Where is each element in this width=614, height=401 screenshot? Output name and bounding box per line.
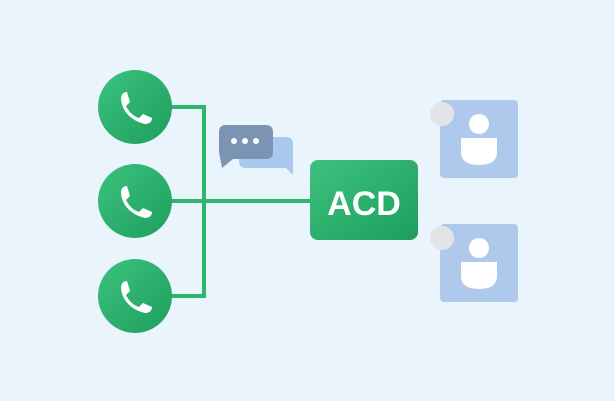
chat-bubbles-icon xyxy=(219,125,293,175)
chat-bubble-front xyxy=(219,125,273,168)
caller-3 xyxy=(98,259,172,333)
agent-2 xyxy=(430,224,518,302)
caller-2 xyxy=(98,164,172,238)
phone-icon xyxy=(121,281,152,313)
status-dot xyxy=(430,102,454,126)
connector-caller-1 xyxy=(170,105,206,203)
acd-label: ACD xyxy=(327,185,401,223)
connector-lines xyxy=(170,105,312,298)
acd-box: ACD xyxy=(310,160,418,240)
chat-dot xyxy=(242,138,248,144)
agent-1 xyxy=(430,100,518,178)
user-icon xyxy=(461,114,497,165)
caller-1 xyxy=(98,70,172,144)
connector-caller-3 xyxy=(170,199,206,298)
user-icon xyxy=(461,238,497,289)
status-dot xyxy=(430,226,454,250)
phone-icon xyxy=(121,186,152,218)
chat-dot xyxy=(253,138,259,144)
chat-dot xyxy=(231,138,237,144)
phone-icon xyxy=(121,92,152,124)
